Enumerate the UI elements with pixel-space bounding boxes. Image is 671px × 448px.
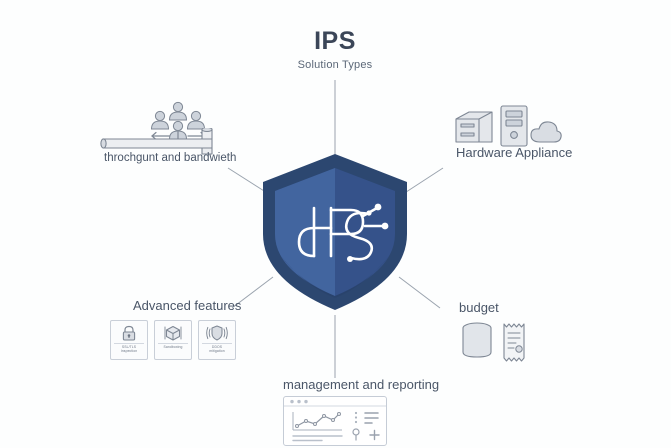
window-dots-icon — [290, 399, 308, 404]
node-budget-icons — [459, 320, 539, 371]
hardware-appliance-icon — [455, 105, 562, 147]
caption-line-1: Sandboxing — [163, 345, 183, 349]
node-label-throughput: throchgunt and bandwieth — [104, 152, 237, 164]
node-label-management: management and reporting — [283, 377, 440, 392]
pipe-icon — [100, 127, 213, 155]
shield-icon — [263, 154, 407, 310]
users-bandwidth-icon — [150, 101, 206, 141]
node-hardware-icons — [452, 102, 562, 155]
node-label-budget: budget — [459, 300, 499, 315]
chart-axes-icon — [292, 412, 342, 431]
list-icon — [354, 411, 379, 424]
card-divider — [202, 343, 232, 344]
settings-toggle-icon — [352, 428, 360, 441]
cube-icon — [164, 325, 182, 341]
feature-card-ddos[interactable]: DDOS mitigation — [198, 320, 236, 360]
caption-line-2: Inspection — [120, 349, 138, 354]
monogram-nodes-icon — [347, 203, 389, 262]
advanced-feature-cards: SSL/TLS Inspection Sandboxing — [110, 320, 236, 360]
node-label-advanced: Advanced features — [133, 298, 242, 313]
feature-card-caption-ddos: DDOS mitigation — [199, 345, 235, 354]
diagram-title-block: IPS Solution Types — [275, 27, 395, 72]
node-throughput-pipe — [100, 127, 235, 163]
card-divider — [158, 343, 188, 344]
budget-icon — [462, 322, 525, 362]
caption-line-1: DDOS — [211, 345, 223, 349]
caption-line-1: SSL/TLS — [121, 345, 137, 349]
database-coins-icon — [462, 322, 492, 358]
shield-logo[interactable] — [259, 152, 411, 312]
bottom-lines-icon — [292, 435, 343, 442]
page-title: IPS — [314, 27, 356, 55]
chart-points-icon — [295, 412, 341, 428]
page-subtitle: Solution Types — [297, 59, 373, 72]
lock-icon — [122, 325, 136, 341]
feature-card-sandboxing[interactable]: Sandboxing — [154, 320, 192, 360]
node-throughput-icons — [124, 98, 234, 155]
shield-waves-icon — [206, 325, 228, 341]
node-label-hardware: Hardware Appliance — [456, 145, 573, 160]
ips-monogram-icon — [297, 206, 385, 261]
feature-card-caption-sandboxing: Sandboxing — [155, 345, 191, 349]
dashboard-content-icon — [284, 399, 386, 442]
feature-card-ssl-tls[interactable]: SSL/TLS Inspection — [110, 320, 148, 360]
receipt-icon — [503, 323, 525, 362]
dashboard-window-icon[interactable] — [283, 396, 387, 446]
caption-line-2: mitigation — [209, 349, 225, 354]
plus-icon — [369, 429, 380, 441]
card-divider — [114, 343, 144, 344]
feature-card-caption-ssl-tls: SSL/TLS Inspection — [111, 345, 147, 354]
